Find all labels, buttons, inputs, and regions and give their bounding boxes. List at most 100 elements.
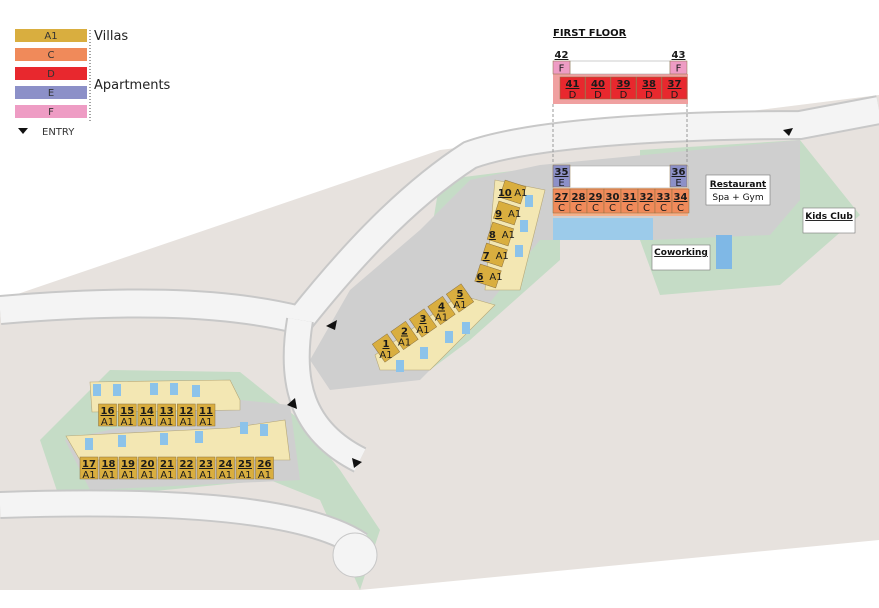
unit-4[interactable]: 4A1: [427, 295, 456, 326]
legend-code: E: [48, 88, 54, 99]
unit-34[interactable]: 34C: [671, 188, 690, 214]
unit-type: E: [558, 178, 564, 189]
unit-43[interactable]: 43F: [669, 50, 688, 75]
unit-type: A1: [199, 417, 212, 428]
unit-number: 25: [238, 459, 252, 470]
unit-37[interactable]: 37D: [661, 76, 688, 101]
unit-number: 28: [572, 192, 586, 203]
road: [0, 318, 367, 556]
unit-type: D: [671, 90, 679, 101]
unit-type: A1: [121, 470, 134, 481]
unit-number: 16: [101, 406, 115, 417]
unit-39[interactable]: 39D: [610, 76, 637, 101]
unit-number: 7: [483, 251, 490, 262]
unit-type: A1: [398, 338, 411, 349]
unit-number: 9: [495, 209, 502, 220]
unit-33[interactable]: 33C: [654, 188, 673, 214]
unit-41[interactable]: 41D: [559, 76, 586, 101]
villa-pool: [240, 422, 248, 434]
unit-type: A1: [258, 470, 271, 481]
coworking-label[interactable]: Coworking: [651, 244, 711, 271]
unit-type: A1: [141, 470, 154, 481]
road: [0, 97, 879, 333]
unit-type: C: [609, 203, 616, 214]
unit-number: 8: [489, 230, 496, 241]
unit-31[interactable]: 31C: [620, 188, 639, 214]
unit-number: 6: [477, 272, 484, 283]
villa-pool: [525, 195, 533, 207]
unit-number: 33: [657, 192, 671, 203]
unit-35[interactable]: 35E: [552, 164, 571, 189]
unit-type: A1: [102, 470, 115, 481]
villa-pool: [195, 431, 203, 443]
unit-3[interactable]: 3A1: [408, 308, 438, 338]
unit-type: C: [558, 203, 565, 214]
legend-entry-label: ENTRY: [42, 127, 75, 138]
unit-number: 2: [401, 327, 408, 338]
unit-number: 37: [668, 79, 682, 90]
unit-28[interactable]: 28C: [569, 188, 588, 214]
villa-pool: [85, 438, 93, 450]
unit-5[interactable]: 5A1: [445, 283, 475, 313]
unit-number: 1: [383, 339, 390, 350]
pool: [716, 235, 732, 269]
unit-number: 12: [179, 406, 193, 417]
unit-number: 43: [672, 50, 686, 61]
unit-40[interactable]: 40D: [585, 76, 611, 101]
legend-code: D: [47, 69, 55, 80]
unit-32[interactable]: 32C: [637, 188, 656, 214]
unit-30[interactable]: 30C: [603, 188, 622, 214]
unit-38[interactable]: 38D: [636, 76, 662, 101]
villa-pool: [118, 435, 126, 447]
restaurant-label[interactable]: Restaurant Spa + Gym: [705, 174, 771, 206]
kids-club-label[interactable]: Kids Club: [802, 207, 856, 234]
legend-code: A1: [44, 31, 57, 42]
villa-pool: [170, 383, 178, 395]
unit-type: A1: [160, 417, 173, 428]
unit-number: 4: [438, 302, 445, 313]
unit-1[interactable]: 1A1: [371, 333, 401, 363]
unit-type: C: [660, 203, 667, 214]
villa-pool: [396, 360, 404, 372]
unit-number: 18: [102, 459, 116, 470]
unit-number: 23: [199, 459, 213, 470]
unit-2[interactable]: 2A1: [390, 320, 419, 351]
unit-number: 30: [606, 192, 620, 203]
unit-number: 11: [199, 406, 213, 417]
unit-36[interactable]: 36E: [669, 164, 688, 189]
legend-code: C: [48, 50, 55, 61]
villa-pool: [445, 331, 453, 343]
unit-type: A1: [514, 188, 527, 199]
unit-number: 15: [120, 406, 134, 417]
villa-pool: [260, 424, 268, 436]
unit-type: A1: [379, 350, 392, 361]
unit-29[interactable]: 29C: [586, 188, 605, 214]
unit-42[interactable]: 42F: [552, 50, 571, 75]
unit-27[interactable]: 27C: [552, 188, 571, 214]
legend-apartments-label: Apartments: [94, 78, 171, 93]
unit-number: 24: [219, 459, 233, 470]
